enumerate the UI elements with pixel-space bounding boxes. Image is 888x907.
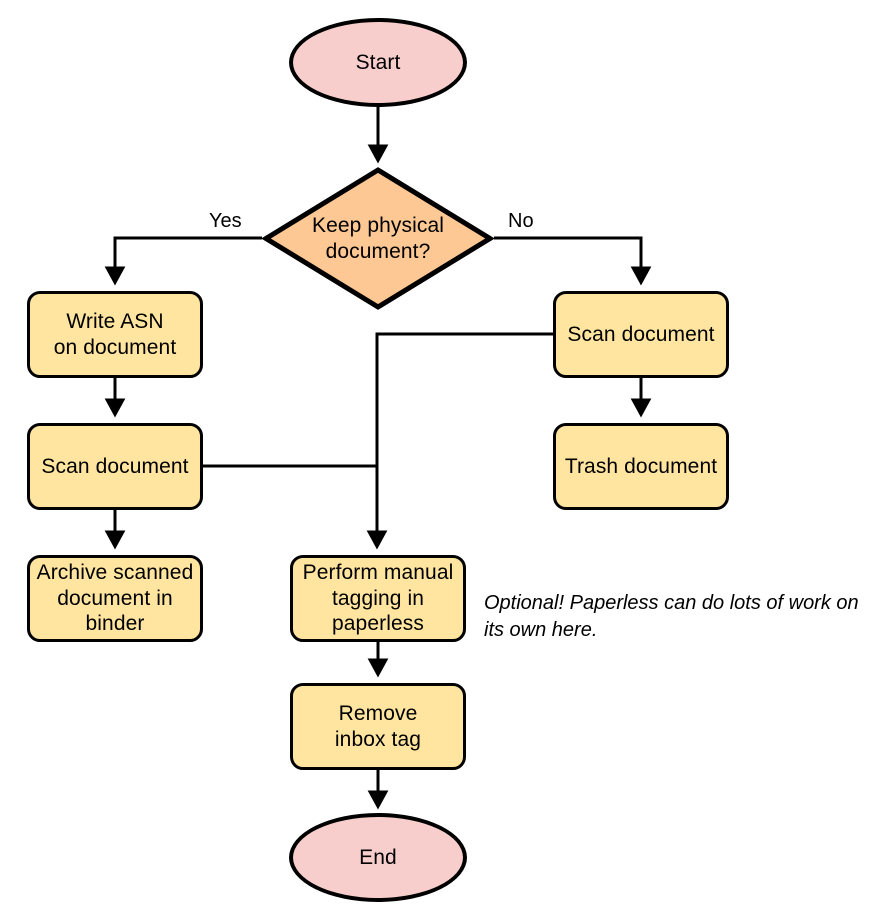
annotation-line2: its own here. bbox=[484, 618, 598, 641]
node-scan-document-left-label: Scan document bbox=[41, 454, 189, 478]
node-decision-label-line2: document? bbox=[325, 239, 431, 263]
node-tagging-label-line3: paperless bbox=[332, 612, 424, 636]
diamond-shape bbox=[262, 167, 494, 310]
node-end-label: End bbox=[359, 845, 397, 869]
annotation-optional-paperless: Optional! Paperless can do lots of work … bbox=[484, 590, 884, 643]
edge-scan-right-to-tagging bbox=[366, 332, 553, 550]
node-remove-inbox-label-line2: inbox tag bbox=[334, 727, 422, 751]
node-decision-keep-physical-document[interactable]: Keep physical document? bbox=[262, 166, 494, 311]
node-perform-manual-tagging-in-paperless[interactable]: Perform manual tagging in paperless bbox=[290, 555, 466, 642]
node-write-asn-label-line1: Write ASN bbox=[66, 309, 164, 333]
node-trash-document[interactable]: Trash document bbox=[553, 423, 729, 510]
edge-decision-to-scan-right bbox=[494, 236, 652, 286]
node-decision-label-line1: Keep physical bbox=[311, 213, 445, 237]
node-archive-scanned-document-in-binder[interactable]: Archive scanned document in binder bbox=[27, 555, 203, 642]
node-tagging-label-line1: Perform manual bbox=[302, 561, 454, 585]
node-scan-document-right-label: Scan document bbox=[567, 322, 715, 346]
node-tagging-label-line2: tagging in bbox=[331, 586, 425, 610]
node-remove-inbox-label-line1: Remove bbox=[338, 701, 418, 725]
edge-label-no: No bbox=[508, 210, 534, 232]
node-scan-document-right[interactable]: Scan document bbox=[553, 291, 729, 378]
node-trash-document-label: Trash document bbox=[564, 454, 718, 478]
node-archive-label-line2: document in bbox=[57, 586, 173, 610]
node-end[interactable]: End bbox=[289, 813, 467, 902]
node-start-label: Start bbox=[355, 50, 401, 74]
node-start[interactable]: Start bbox=[289, 18, 467, 107]
edge-label-yes: Yes bbox=[209, 210, 242, 232]
annotation-line1: Optional! Paperless can do lots of work … bbox=[484, 592, 859, 614]
node-archive-label-line3: binder bbox=[85, 612, 145, 636]
edge-decision-to-write-asn bbox=[104, 236, 262, 286]
node-write-asn-on-document[interactable]: Write ASN on document bbox=[27, 291, 203, 378]
node-remove-inbox-tag[interactable]: Remove inbox tag bbox=[290, 683, 466, 770]
node-decision-label: Keep physical document? bbox=[262, 213, 494, 264]
node-scan-document-left[interactable]: Scan document bbox=[27, 423, 203, 510]
node-write-asn-label-line2: on document bbox=[53, 335, 177, 359]
node-archive-label-line1: Archive scanned bbox=[36, 561, 194, 585]
